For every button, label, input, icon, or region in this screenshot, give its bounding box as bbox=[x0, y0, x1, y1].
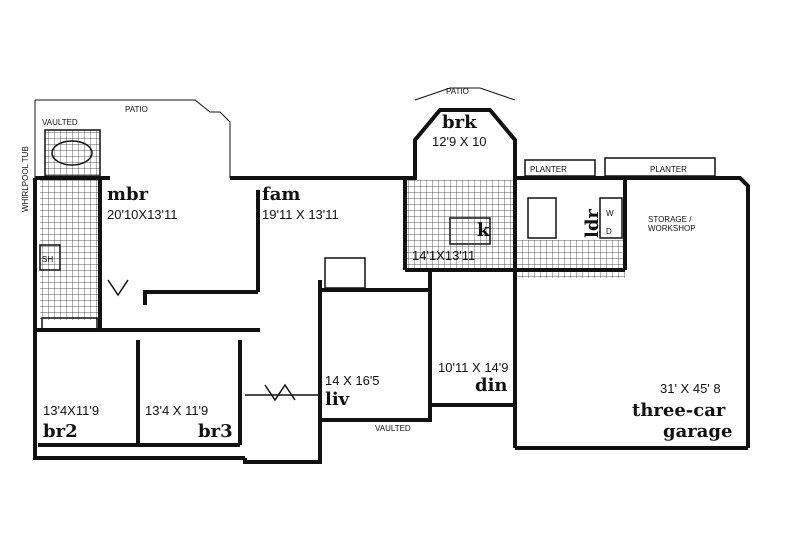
garage-name-2: garage bbox=[663, 421, 732, 442]
vaulted-bottom-label: VAULTED bbox=[375, 424, 411, 433]
tiled-floors bbox=[40, 130, 625, 320]
liv-dim: 14 X 16'5 bbox=[325, 373, 380, 388]
interior-walls bbox=[35, 178, 627, 447]
workshop-label: WORKSHOP bbox=[648, 224, 696, 233]
whirlpool-label: WHIRLPOOL TUB bbox=[21, 146, 30, 212]
br3-dim: 13'4 X 11'9 bbox=[145, 403, 208, 418]
k-name: k bbox=[477, 220, 490, 241]
mbr-name: mbr bbox=[107, 184, 149, 205]
dryer-label: D bbox=[606, 227, 612, 236]
br2-name: br2 bbox=[43, 421, 78, 442]
vaulted-top-label: VAULTED bbox=[42, 118, 78, 127]
fam-name: fam bbox=[262, 184, 300, 205]
ldr-name: ldr bbox=[582, 209, 603, 238]
planter-2-label: PLANTER bbox=[650, 165, 687, 174]
shower-label: SH bbox=[42, 255, 53, 264]
garage-dim: 31' X 45' 8 bbox=[660, 381, 721, 396]
br2-dim: 13'4X11'9 bbox=[43, 403, 99, 418]
liv-name: liv bbox=[325, 389, 350, 410]
washer-label: W bbox=[606, 209, 614, 218]
br3-name: br3 bbox=[198, 421, 233, 442]
patio-top-label: PATIO bbox=[446, 87, 469, 96]
fixtures bbox=[39, 129, 716, 402]
brk-name: brk bbox=[442, 112, 477, 133]
mbr-dim: 20'10X13'11 bbox=[107, 207, 178, 222]
patio-outlines bbox=[34, 87, 516, 178]
patio-left-label: PATIO bbox=[125, 105, 148, 114]
k-dim: 14'1X13'11 bbox=[412, 248, 475, 263]
labels: PATIO PATIO VAULTED WHIRLPOOL TUB SH mbr… bbox=[21, 87, 732, 442]
din-dim: 10'11 X 14'9 bbox=[438, 360, 509, 375]
brk-dim: 12'9 X 10 bbox=[432, 134, 487, 149]
garage-name-1: three-car bbox=[632, 400, 726, 421]
fam-dim: 19'11 X 13'11 bbox=[262, 207, 339, 222]
storage-label: STORAGE / bbox=[648, 215, 692, 224]
din-name: din bbox=[475, 375, 508, 396]
planter-1-label: PLANTER bbox=[530, 165, 567, 174]
